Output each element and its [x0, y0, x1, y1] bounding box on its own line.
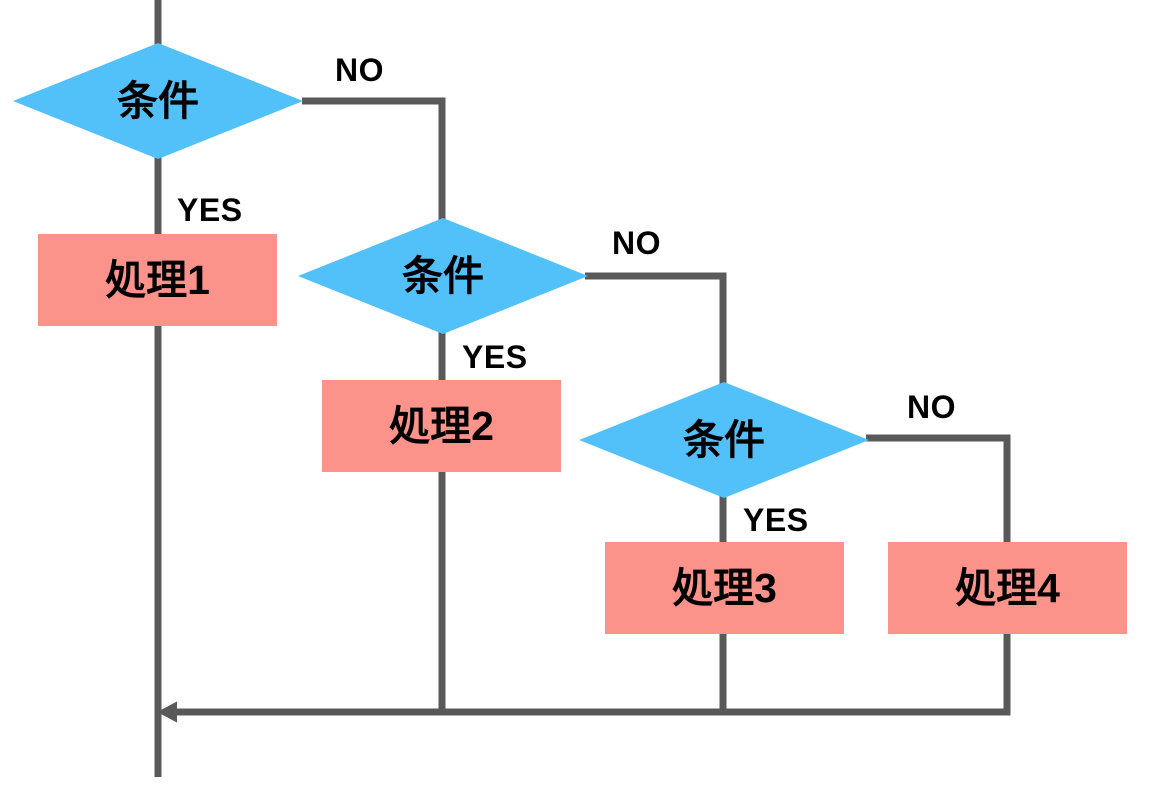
- decision-1-label: 条件: [117, 77, 199, 124]
- process-3-box: 処理3: [605, 542, 844, 634]
- decision-3-no-label: NO: [907, 389, 956, 425]
- process-1-box: 処理1: [38, 234, 277, 326]
- process-1-label: 処理1: [105, 256, 210, 303]
- decision-2-yes-label: YES: [462, 339, 528, 375]
- decision-3-yes-label: YES: [743, 502, 809, 538]
- process-2-box: 処理2: [322, 380, 561, 472]
- process-4-label: 処理4: [955, 564, 1060, 611]
- process-2-label: 処理2: [389, 402, 494, 449]
- decision-2-no-line: [585, 272, 727, 712]
- decision-2-no-label: NO: [612, 225, 661, 261]
- decision-2-label: 条件: [402, 252, 484, 299]
- process-4-box: 処理4: [888, 542, 1127, 634]
- decision-1-yes-label: YES: [177, 192, 243, 228]
- decision-1-no-line: [302, 97, 446, 712]
- decision-3-label: 条件: [683, 416, 765, 463]
- process-3-label: 処理3: [672, 564, 777, 611]
- arrow-left-icon: [157, 701, 177, 723]
- decision-1-no-label: NO: [335, 52, 384, 88]
